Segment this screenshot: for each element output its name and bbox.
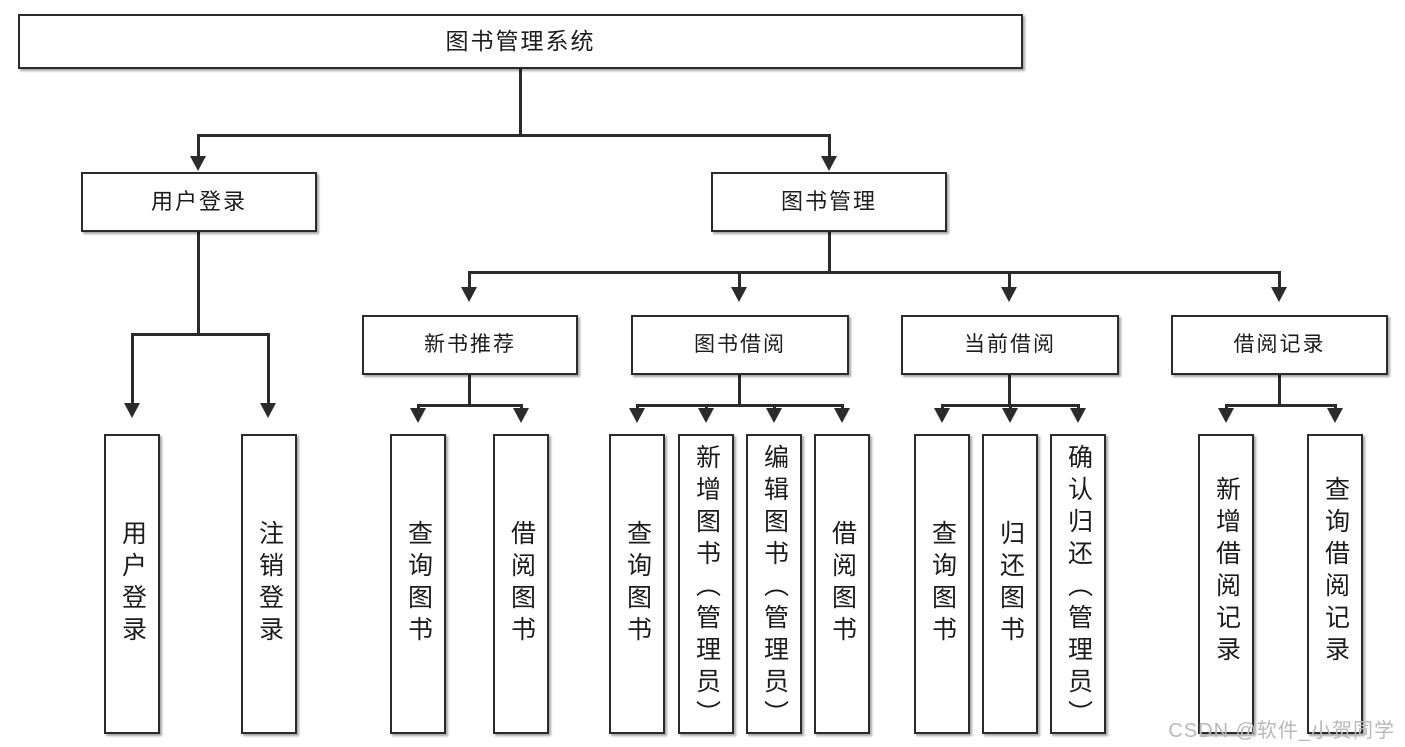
edge-root-bar xyxy=(197,134,831,137)
arrow-to-leaf-cur-query xyxy=(934,408,950,423)
node-leaf-cur-query[interactable]: 查询图书 xyxy=(914,434,970,734)
arrow-to-leaf-rec-query xyxy=(410,408,426,423)
node-leaf-borrow-query[interactable]: 查询图书 xyxy=(609,434,665,734)
edge-root-stem xyxy=(519,68,522,135)
edge-rec-stem xyxy=(468,374,471,406)
node-label: 新增借阅记录 xyxy=(1212,476,1241,668)
arrow-to-leaf-cur-return xyxy=(1002,408,1018,423)
node-label: 借阅图书 xyxy=(828,520,857,648)
edge-book-manage-bar xyxy=(468,271,1278,274)
node-book-manage[interactable]: 图书管理 xyxy=(711,172,947,232)
arrow-to-leaf-borrow-query xyxy=(629,408,645,423)
node-leaf-cur-return[interactable]: 归还图书 xyxy=(982,434,1038,734)
edge-bm-to-rec xyxy=(468,271,471,289)
node-leaf-user-logout[interactable]: 注销登录 xyxy=(241,434,297,734)
arrow-to-leaf-user-login xyxy=(124,403,140,418)
node-label: 查询图书 xyxy=(623,520,652,648)
node-label: 确认归还（管理员） xyxy=(1064,444,1093,732)
node-leaf-borrow-lend[interactable]: 借阅图书 xyxy=(814,434,870,734)
node-root-book-management-system[interactable]: 图书管理系统 xyxy=(18,14,1023,69)
arrow-to-current-borrow xyxy=(1001,287,1017,302)
node-leaf-user-login[interactable]: 用户登录 xyxy=(104,434,160,734)
arrow-to-leaf-rec-search xyxy=(1327,408,1343,423)
node-leaf-record-search[interactable]: 查询借阅记录 xyxy=(1307,434,1363,734)
node-label: 查询图书 xyxy=(928,520,957,648)
edge-rec-bar xyxy=(417,404,520,407)
node-label: 新书推荐 xyxy=(424,332,516,356)
edge-bm-to-current xyxy=(1008,271,1011,289)
node-leaf-record-add[interactable]: 新增借阅记录 xyxy=(1198,434,1254,734)
watermark-text: CSDN @软件_小贺同学 xyxy=(1168,720,1395,742)
edge-current-stem xyxy=(1008,374,1011,406)
edge-record-to-leaf1 xyxy=(1225,404,1228,410)
edge-borrow-to-leaf4 xyxy=(841,404,844,410)
edge-record-to-leaf2 xyxy=(1334,404,1337,410)
node-label: 查询图书 xyxy=(404,520,433,648)
node-leaf-cur-confirm[interactable]: 确认归还（管理员） xyxy=(1050,434,1106,734)
edge-root-to-book-manage xyxy=(828,134,831,158)
edge-current-to-leaf2 xyxy=(1009,404,1012,410)
edge-book-manage-stem xyxy=(828,231,831,273)
edge-user-login-to-leaf1 xyxy=(131,333,134,405)
arrow-to-borrow-record xyxy=(1271,287,1287,302)
node-book-borrow[interactable]: 图书借阅 xyxy=(631,315,849,375)
arrow-to-leaf-borrow-add xyxy=(698,408,714,423)
arrow-to-book-manage xyxy=(821,156,837,171)
node-label: 编辑图书（管理员） xyxy=(760,444,789,732)
node-label: 图书管理系统 xyxy=(445,27,596,54)
node-label: 新增图书（管理员） xyxy=(692,444,721,732)
arrow-to-leaf-cur-confirm xyxy=(1070,408,1086,423)
node-label: 图书管理 xyxy=(780,189,877,215)
edge-root-to-user-login xyxy=(197,134,200,158)
edge-user-login-stem xyxy=(197,231,200,335)
node-current-borrow[interactable]: 当前借阅 xyxy=(901,315,1119,375)
edge-user-login-to-leaf2 xyxy=(267,333,270,405)
arrow-to-leaf-borrow-lend xyxy=(834,408,850,423)
node-label: 图书借阅 xyxy=(694,332,786,356)
node-borrow-record[interactable]: 借阅记录 xyxy=(1171,315,1388,375)
node-label: 归还图书 xyxy=(996,520,1025,648)
node-label: 借阅图书 xyxy=(507,520,536,648)
arrow-to-new-book-rec xyxy=(461,287,477,302)
edge-bm-to-borrow xyxy=(738,271,741,289)
arrow-to-leaf-rec-add xyxy=(1218,408,1234,423)
edge-rec-to-leaf1 xyxy=(417,404,420,410)
node-label: 当前借阅 xyxy=(964,332,1056,356)
node-user-login[interactable]: 用户登录 xyxy=(81,172,317,232)
node-label: 用户登录 xyxy=(118,520,147,648)
node-leaf-rec-query[interactable]: 查询图书 xyxy=(390,434,446,734)
edge-borrow-to-leaf2 xyxy=(705,404,708,410)
edge-user-login-bar xyxy=(131,333,267,336)
edge-borrow-to-leaf1 xyxy=(636,404,639,410)
edge-rec-to-leaf2 xyxy=(520,404,523,410)
arrow-to-leaf-borrow-edit xyxy=(766,408,782,423)
arrow-to-leaf-user-logout xyxy=(260,403,276,418)
edge-current-to-leaf3 xyxy=(1077,404,1080,410)
edge-borrow-bar xyxy=(636,404,844,407)
node-label: 查询借阅记录 xyxy=(1321,476,1350,668)
edge-bm-to-record xyxy=(1278,271,1281,289)
node-new-book-rec[interactable]: 新书推荐 xyxy=(362,315,578,375)
edge-record-bar xyxy=(1225,404,1334,407)
node-leaf-borrow-add[interactable]: 新增图书（管理员） xyxy=(678,434,734,734)
node-label: 借阅记录 xyxy=(1233,332,1326,356)
arrow-to-user-login xyxy=(190,156,206,171)
arrow-to-leaf-rec-borrow xyxy=(513,408,529,423)
edge-record-stem xyxy=(1278,374,1281,406)
edge-borrow-stem xyxy=(738,374,741,406)
node-label: 注销登录 xyxy=(255,520,284,648)
edge-borrow-to-leaf3 xyxy=(773,404,776,410)
arrow-to-book-borrow xyxy=(731,287,747,302)
edge-current-to-leaf1 xyxy=(941,404,944,410)
node-label: 用户登录 xyxy=(150,189,247,215)
node-leaf-rec-borrow[interactable]: 借阅图书 xyxy=(493,434,549,734)
node-leaf-borrow-edit[interactable]: 编辑图书（管理员） xyxy=(746,434,802,734)
